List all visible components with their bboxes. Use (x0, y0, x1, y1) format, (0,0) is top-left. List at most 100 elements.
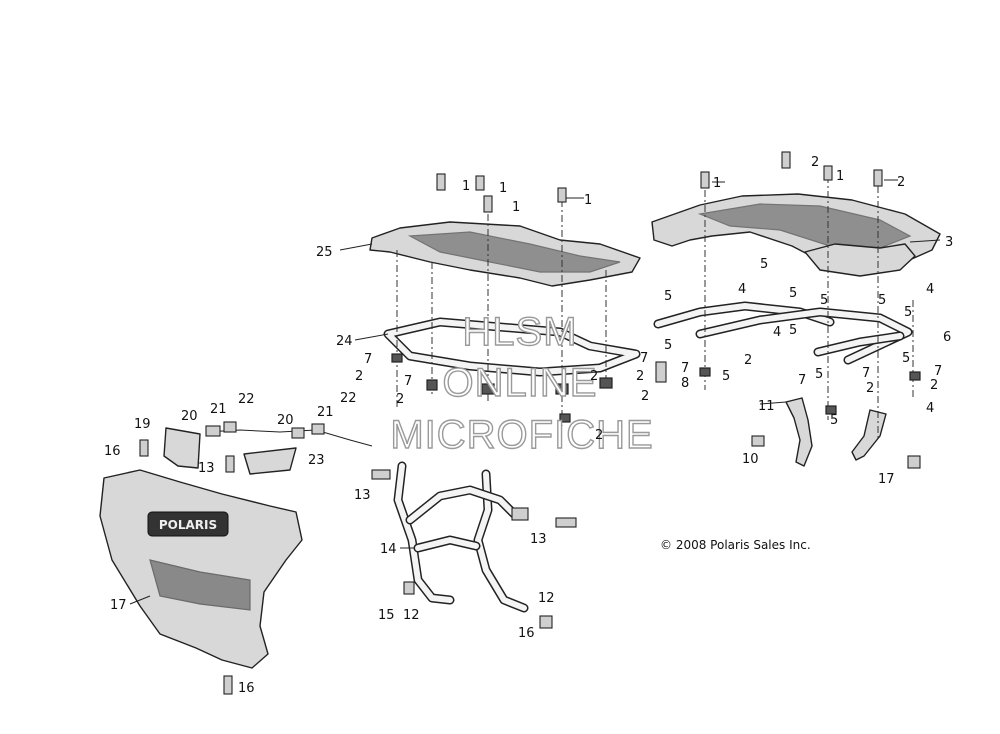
front-bumper-grille (149, 559, 251, 611)
rear-nut-c (909, 371, 921, 381)
callout-21: 21 (210, 402, 227, 417)
connector-20a (205, 425, 221, 437)
bumper-bolt-16 (539, 615, 553, 629)
connector-21a (223, 421, 237, 433)
callout-5: 5 (904, 305, 912, 320)
callout-2: 2 (930, 378, 938, 393)
leader-lines (129, 179, 941, 605)
front-bolt-a (436, 173, 446, 191)
callout-1: 1 (462, 179, 470, 194)
front-rack-frame-inner (385, 319, 639, 375)
callout-16: 16 (238, 681, 255, 696)
callout-20: 20 (277, 413, 294, 428)
bumper-frame-assembly (371, 461, 577, 629)
callout-24: 24 (336, 334, 353, 349)
rear-bolt-b (781, 151, 791, 169)
callout-1: 1 (836, 169, 844, 184)
callout-5: 5 (815, 367, 823, 382)
bumper-bolt-18 (225, 455, 235, 473)
callout-1: 1 (512, 200, 520, 215)
callout-13: 13 (198, 461, 215, 476)
callout-2: 2 (636, 369, 644, 384)
callout-5: 5 (789, 286, 797, 301)
callout-2: 2 (866, 381, 874, 396)
front-rack-assembly (369, 173, 667, 426)
callout-7: 7 (798, 373, 806, 388)
rear-bolt-c (823, 165, 833, 181)
lead-17 (129, 595, 151, 605)
copyright-note: © 2008 Polaris Sales Inc. (660, 538, 811, 552)
bumper-badge-text: POLARIS (159, 518, 217, 532)
callout-1: 1 (713, 176, 721, 191)
bumper-frame-lower-inner (415, 537, 479, 551)
callout-17: 17 (878, 472, 895, 487)
front-nut-f (559, 413, 571, 423)
callout-1: 1 (499, 181, 507, 196)
callout-2: 2 (744, 353, 752, 368)
connector-20b (291, 427, 305, 439)
callout-11: 11 (758, 399, 775, 414)
watermark-line3: MICROFICHE (390, 413, 653, 457)
lead-24 (354, 333, 389, 341)
callout-5: 5 (820, 293, 828, 308)
lead-11 (759, 401, 787, 405)
callout-5: 5 (664, 289, 672, 304)
bumper-bolt-15 (403, 581, 415, 595)
callout-7: 7 (934, 364, 942, 379)
callout-16: 16 (518, 626, 535, 641)
callout-7: 7 (404, 374, 412, 389)
callout-5: 5 (722, 369, 730, 384)
rear-rack-rib (697, 203, 912, 249)
watermark-line2: ONLINE (443, 361, 598, 405)
front-bolt-c (483, 195, 493, 213)
callout-22: 22 (340, 391, 357, 406)
callout-4: 4 (926, 282, 934, 297)
callout-7: 7 (364, 352, 372, 367)
front-nut-c (481, 383, 495, 395)
callout-1: 1 (584, 193, 592, 208)
callout-12: 12 (538, 591, 555, 606)
callout-17: 17 (110, 598, 127, 613)
bumper-bolt-13b (555, 517, 577, 528)
callout-10: 10 (742, 452, 759, 467)
callout-7: 7 (640, 351, 648, 366)
rear-nut-a (699, 367, 711, 377)
callout-5: 5 (830, 413, 838, 428)
rear-bracket-left (785, 397, 813, 467)
callout-14: 14 (380, 542, 397, 557)
bumper-frame-cross-inner (407, 487, 517, 523)
callout-12: 12 (403, 608, 420, 623)
callout-2: 2 (590, 369, 598, 384)
callout-25: 25 (316, 245, 333, 260)
connector-21b (311, 423, 325, 435)
bumper-frame-tube-right-inner (475, 471, 527, 611)
rear-rack-assembly (651, 151, 941, 469)
callout-21: 21 (317, 405, 334, 420)
front-bolt-b (475, 175, 485, 191)
callout-2: 2 (355, 369, 363, 384)
callout-4: 4 (926, 401, 934, 416)
headlamp-19 (163, 427, 201, 469)
rear-nut-b (825, 405, 837, 415)
callout-5: 5 (789, 323, 797, 338)
front-bolt-d (557, 187, 567, 203)
callout-23: 23 (308, 453, 325, 468)
callout-4: 4 (738, 282, 746, 297)
rear-rack-front-lip (804, 243, 916, 277)
rear-rack-tube-short-inner (815, 333, 903, 355)
callout-4: 4 (773, 325, 781, 340)
callout-15: 15 (378, 608, 395, 623)
front-rack-rib (407, 231, 621, 273)
callout-5: 5 (664, 338, 672, 353)
front-bumper-assembly: POLARIS (99, 421, 373, 695)
front-bumper-shell (99, 469, 303, 669)
callout-2: 2 (595, 428, 603, 443)
watermark-line1: HLSM (462, 310, 577, 354)
bumper-frame-tube-left (393, 461, 455, 605)
rear-bolt-a (700, 171, 710, 189)
rear-bolt-10 (751, 435, 765, 447)
callout-13: 13 (530, 532, 547, 547)
callout-5: 5 (760, 257, 768, 272)
callout-7: 7 (681, 361, 689, 376)
